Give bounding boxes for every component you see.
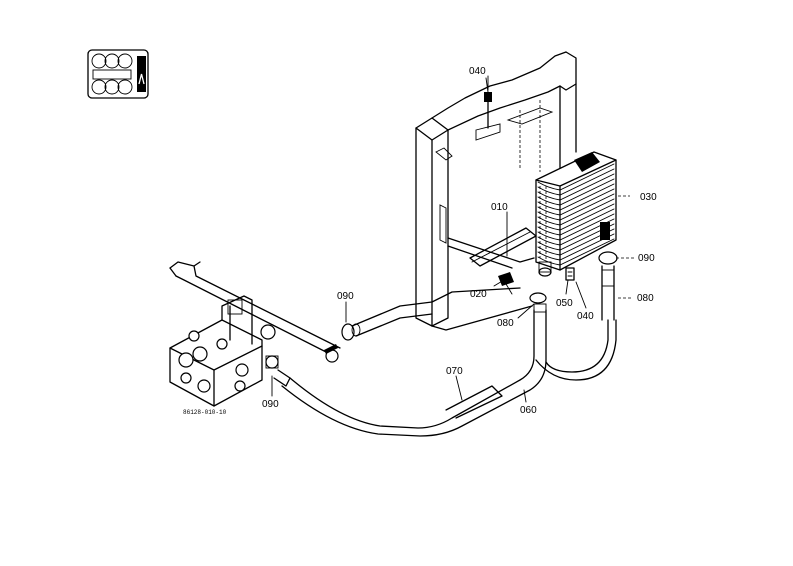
leader-lines [271,75,636,403]
upper-hose [341,301,433,341]
callout-080-left: 080 [497,318,514,329]
hose-070 [445,385,503,419]
callout-050: 050 [556,298,573,309]
callout-labels: 040 010 020 030 050 040 090 080 080 060 … [183,66,657,416]
delivery-pipe [169,261,341,363]
mounting-frame [415,51,577,331]
oil-cooler [535,151,617,277]
bolt-050 [565,267,575,281]
control-valve [169,295,291,407]
callout-020: 020 [470,289,487,300]
callout-090-lower: 090 [262,399,279,410]
callout-060: 060 [520,405,537,416]
cooler-fin [537,238,615,266]
diagram-code: 86128-010-10 [183,409,227,416]
callout-040-bottom: 040 [577,311,594,322]
hose-060 [281,292,617,437]
callout-080-right: 080 [637,293,654,304]
right-pipe [598,251,618,321]
bolt-020 [498,272,514,295]
callout-070: 070 [446,366,463,377]
callout-040-top: 040 [469,66,486,77]
cooler-fin [537,163,615,191]
callout-090-upper: 090 [337,291,354,302]
callout-090-right: 090 [638,253,655,264]
locator-icon [87,49,149,99]
callout-010: 010 [491,202,508,213]
callout-030: 030 [640,192,657,203]
